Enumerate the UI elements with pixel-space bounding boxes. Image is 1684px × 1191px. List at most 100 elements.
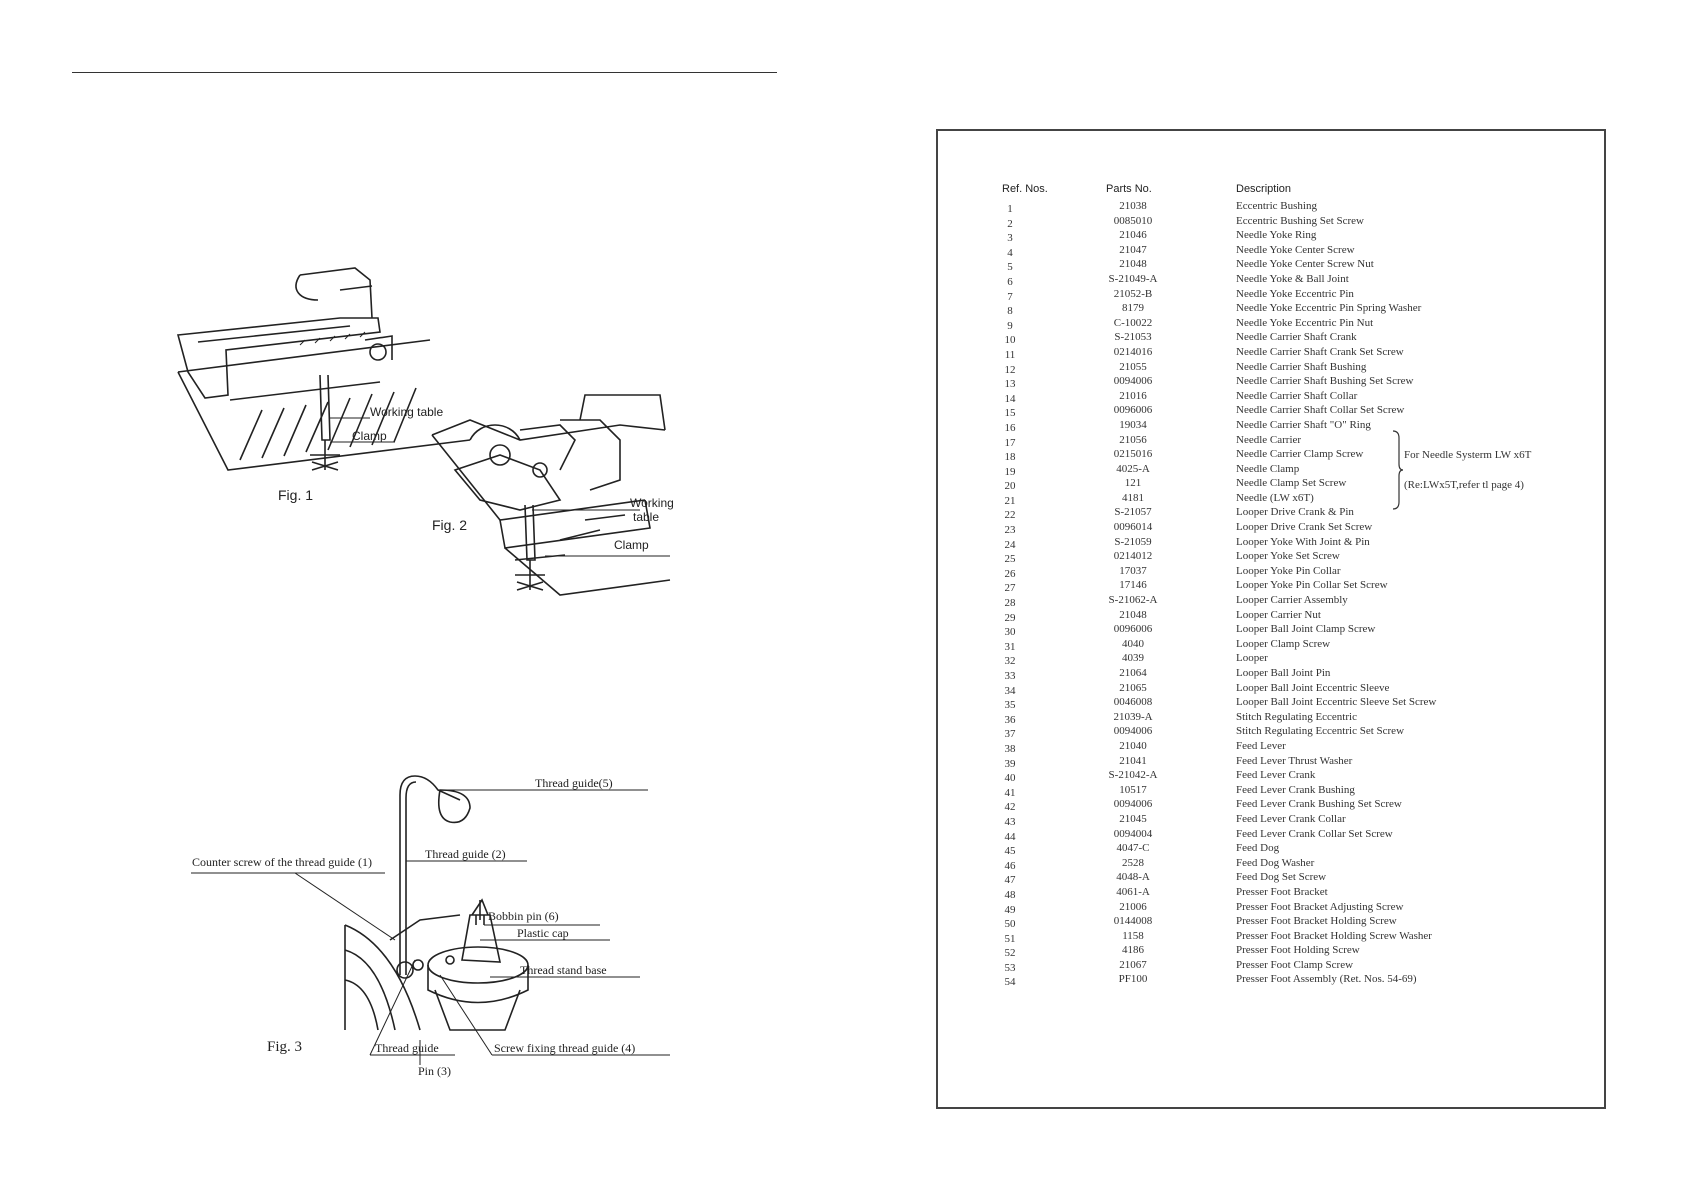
ref-no-cell: 40 — [1004, 772, 1016, 785]
part-no-cell: 4048-A — [1116, 871, 1150, 884]
ref-no-cell: 29 — [1004, 611, 1016, 624]
fig3-label-screw-fixing: Screw fixing thread guide (4) — [494, 1041, 635, 1055]
ref-no-cell: 54 — [1004, 976, 1016, 989]
part-no-cell: 8179 — [1122, 302, 1144, 315]
ref-no-cell: 41 — [1004, 786, 1016, 799]
description-cell: Feed Lever Crank Collar — [1236, 812, 1346, 825]
part-no-cell: 0144008 — [1113, 915, 1153, 928]
header-description: Description — [1236, 183, 1292, 195]
ref-no-cell: 26 — [1004, 567, 1016, 580]
ref-no-cell: 30 — [1004, 626, 1016, 639]
ref-no-cell: 37 — [1004, 728, 1016, 741]
description-cell: Needle Clamp — [1236, 462, 1300, 475]
ref-no-cell: 15 — [1004, 407, 1016, 420]
ref-no-cell: 45 — [1004, 845, 1016, 858]
part-no-cell: 1158 — [1122, 929, 1144, 942]
ref-no-cell: 1 — [1007, 203, 1013, 215]
description-cell: Needle Carrier Clamp Screw — [1236, 448, 1364, 461]
description-cell: Feed Lever Crank — [1236, 769, 1316, 782]
part-no-cell: 21052-B — [1113, 287, 1153, 300]
part-no-cell: 4061-A — [1116, 885, 1150, 898]
table-row: 50 0144008 Presser Foot Bracket Holding Sc… — [938, 915, 1604, 930]
description-cell: Looper — [1236, 652, 1268, 665]
fig2-caption: Fig. 2 — [432, 517, 467, 533]
part-no-cell: 4039 — [1122, 652, 1144, 665]
part-no-cell: 17037 — [1119, 564, 1147, 577]
part-no-cell: 21065 — [1119, 681, 1147, 694]
part-no-cell: 21055 — [1119, 360, 1147, 373]
description-cell: Needle Clamp Set Screw — [1236, 477, 1347, 490]
needle-system-brace — [1392, 430, 1404, 510]
description-cell: Presser Foot Bracket Holding Screw — [1236, 915, 1397, 928]
fig1-drawing — [176, 267, 471, 471]
fig3-drawing — [344, 775, 529, 1031]
description-cell: Feed Lever — [1236, 739, 1286, 752]
part-no-cell: 0215016 — [1113, 448, 1153, 461]
ref-no-cell: 48 — [1004, 888, 1016, 901]
description-cell: Eccentric Bushing — [1236, 200, 1317, 212]
part-no-cell: 0046008 — [1113, 696, 1153, 709]
ref-no-cell: 9 — [1007, 319, 1013, 332]
ref-no-cell: 22 — [1004, 509, 1016, 522]
description-cell: Needle Carrier Shaft Collar Set Screw — [1236, 404, 1405, 417]
part-no-cell: 0094006 — [1113, 375, 1153, 388]
part-no-cell: 21048 — [1119, 608, 1147, 621]
part-no-cell: C-10022 — [1113, 316, 1153, 329]
ref-no-cell: 6 — [1007, 275, 1013, 288]
fig3-label-thread-stand-base: Thread stand base — [520, 963, 607, 977]
description-cell: Looper Ball Joint Pin — [1236, 667, 1331, 679]
description-cell: Looper Ball Joint Clamp Screw — [1236, 623, 1376, 636]
part-no-cell: 21064 — [1119, 667, 1147, 679]
ref-no-cell: 51 — [1004, 932, 1016, 945]
ref-no-cell: 44 — [1004, 830, 1016, 843]
description-cell: Presser Foot Bracket Holding Screw Washe… — [1236, 929, 1432, 942]
fig1-label-clamp: Clamp — [352, 429, 387, 443]
part-no-cell: 121 — [1124, 477, 1142, 490]
part-no-cell: 21040 — [1119, 739, 1147, 752]
part-no-cell: S-21042-A — [1108, 769, 1158, 782]
ref-no-cell: 46 — [1004, 859, 1016, 872]
fig1-caption: Fig. 1 — [278, 487, 313, 503]
description-cell: Needle (LW x6T) — [1236, 491, 1314, 504]
ref-no-cell: 50 — [1004, 918, 1016, 931]
description-cell: Stitch Regulating Eccentric — [1236, 710, 1357, 723]
ref-no-cell: 39 — [1004, 757, 1016, 770]
ref-no-cell: 33 — [1004, 670, 1016, 682]
ref-no-cell: 17 — [1004, 436, 1016, 449]
description-cell: Needle Yoke Ring — [1236, 229, 1317, 242]
ref-no-cell: 20 — [1004, 480, 1016, 493]
description-cell: Needle Yoke Center Screw Nut — [1236, 258, 1374, 271]
part-no-cell: 21047 — [1119, 243, 1147, 256]
ref-no-cell: 8 — [1007, 305, 1013, 318]
ref-no-cell: 42 — [1004, 801, 1016, 814]
ref-no-cell: 35 — [1004, 699, 1016, 712]
description-cell: Feed Lever Crank Bushing — [1236, 783, 1355, 796]
part-no-cell: 4186 — [1122, 944, 1144, 957]
part-no-cell: 0085010 — [1113, 214, 1153, 227]
part-no-cell: 21016 — [1119, 389, 1147, 402]
description-cell: Eccentric Bushing Set Screw — [1236, 214, 1364, 227]
table-row: 40 S-21042-A Feed Lever Crank — [938, 769, 1604, 784]
part-no-cell: 4025-A — [1116, 462, 1150, 475]
ref-no-cell: 43 — [1004, 815, 1016, 828]
fig3-label-thread-guide-2: Thread guide (2) — [425, 847, 506, 861]
